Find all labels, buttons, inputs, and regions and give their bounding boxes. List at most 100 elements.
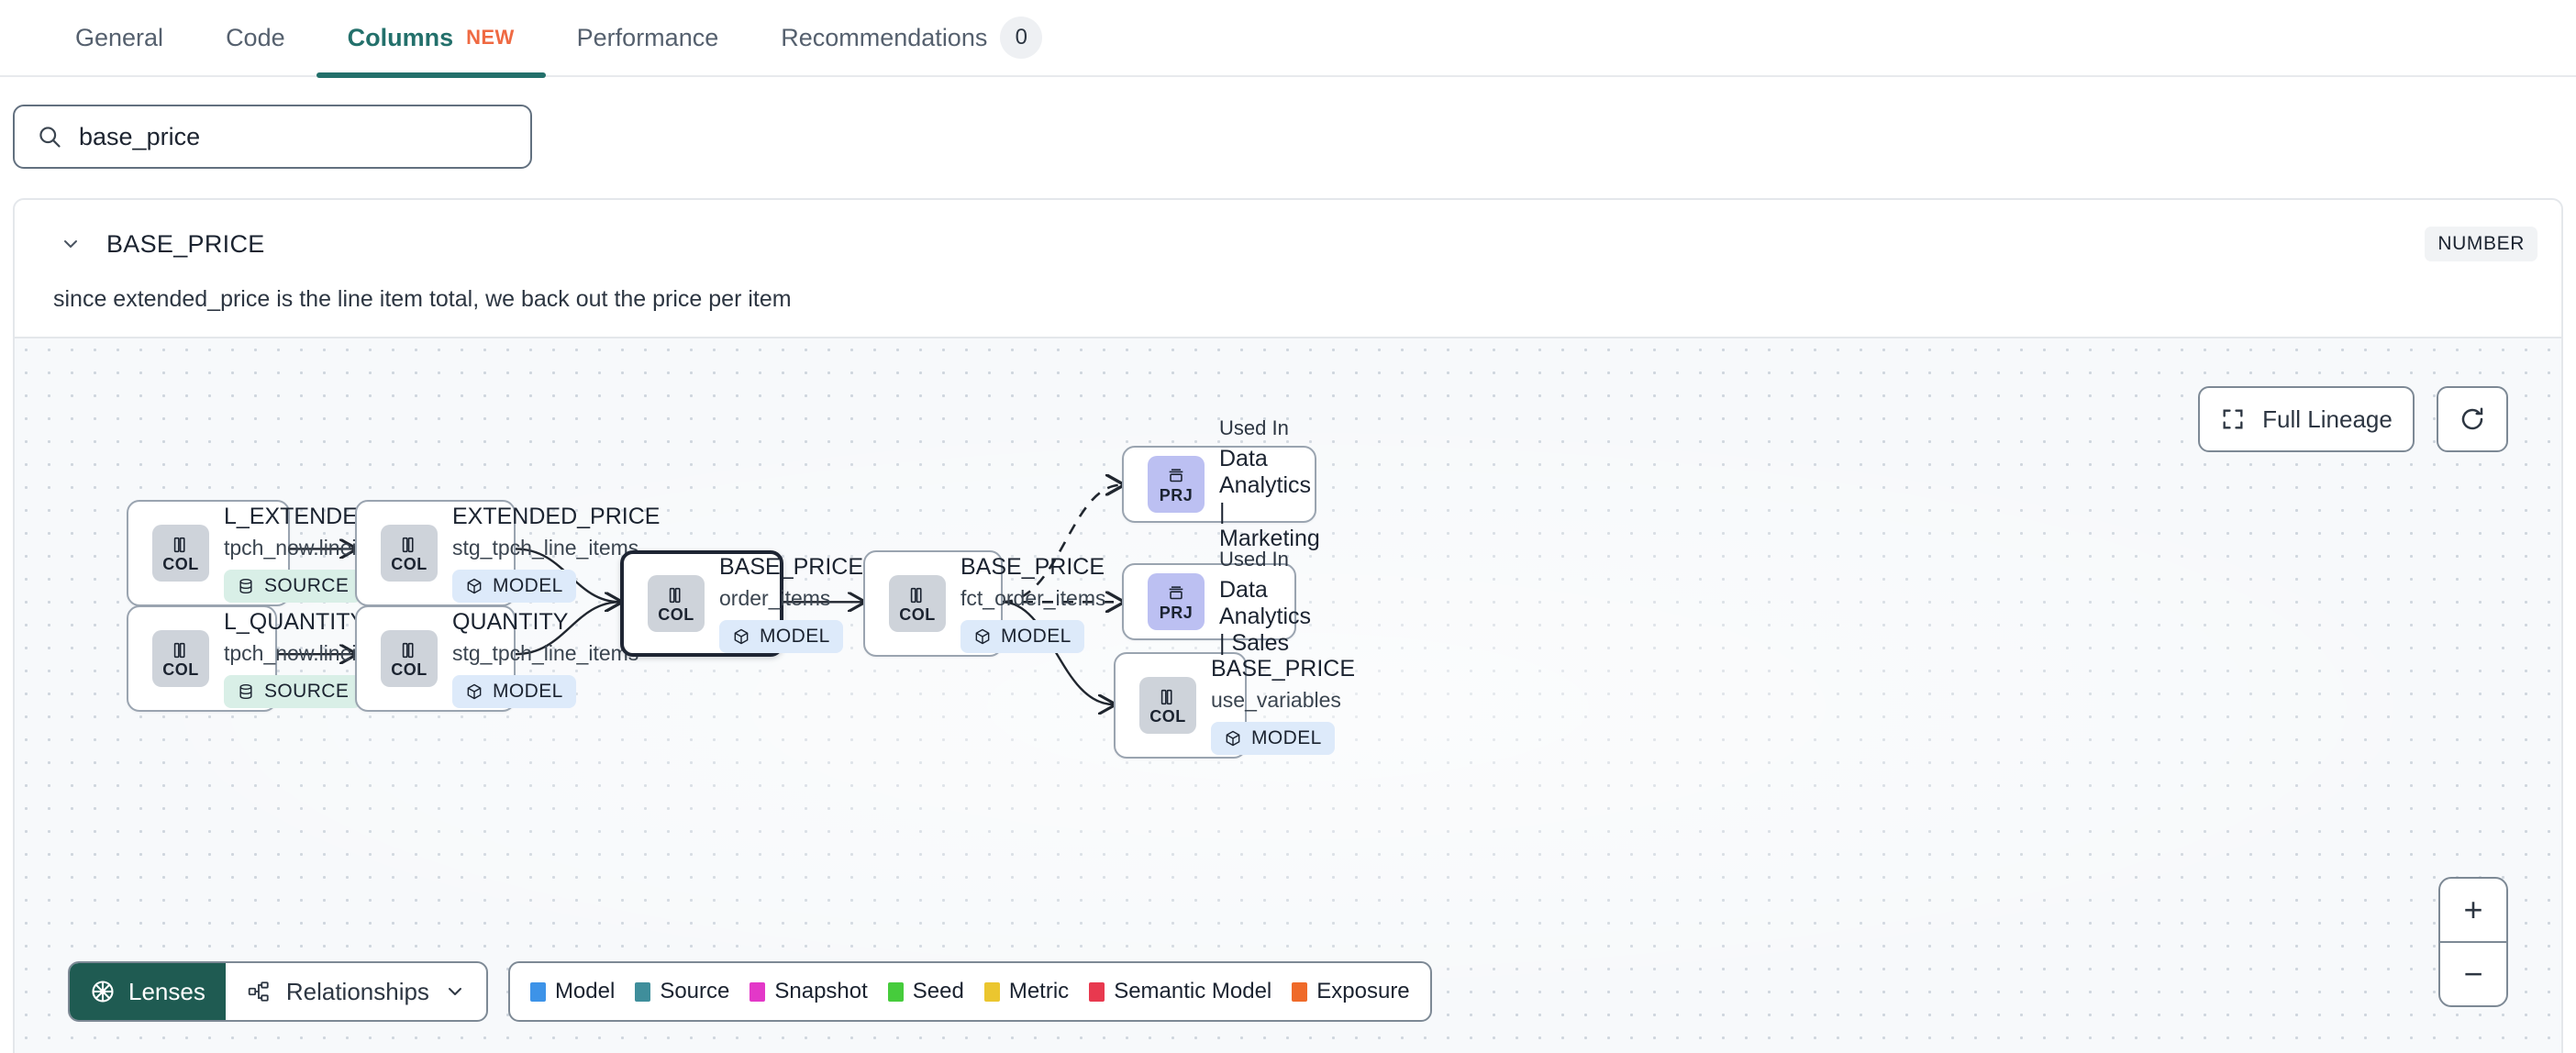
column-icon: COL	[889, 575, 946, 632]
relationships-icon	[246, 980, 272, 1003]
cube-icon	[973, 627, 992, 646]
refresh-icon	[2459, 405, 2486, 433]
relationships-label: Relationships	[285, 977, 429, 1005]
node-body: BASE_PRICE use_variables MODEL	[1211, 656, 1359, 755]
node-type-pill-label: MODEL	[760, 626, 830, 647]
column-icon-label: COL	[391, 660, 427, 679]
column-type-badge: NUMBER	[2425, 227, 2537, 261]
legend-swatch	[887, 981, 904, 1002]
legend-swatch	[529, 981, 546, 1002]
lenses-button[interactable]: Lenses	[70, 963, 226, 1020]
column-icon-label: COL	[658, 604, 694, 624]
node-title: Data Analytics | Marketing	[1219, 446, 1320, 551]
legend-swatch	[983, 981, 1000, 1002]
refresh-button[interactable]	[2437, 386, 2508, 452]
legend-label: Model	[554, 979, 616, 1003]
legend-label: Metric	[1008, 979, 1070, 1003]
cube-icon	[465, 577, 483, 595]
full-lineage-button[interactable]: Full Lineage	[2198, 386, 2415, 452]
tab-bar: General Code Columns NEW Performance Rec…	[0, 0, 2576, 78]
zoom-in-button[interactable]: +	[2440, 879, 2506, 943]
tab-label: Code	[226, 23, 285, 51]
lineage-node-base-price-order-items[interactable]: COL BASE_PRICE order_items MODEL	[620, 550, 863, 657]
chevron-down-icon	[444, 981, 466, 1003]
tab-performance[interactable]: Performance	[546, 0, 750, 76]
node-type-pill-label: MODEL	[1251, 727, 1322, 748]
tab-new-badge: NEW	[466, 26, 515, 49]
lineage-node-extended-price[interactable]: COL EXTENDED_PRICE stg_tpch_line_items M…	[355, 500, 660, 606]
tab-code[interactable]: Code	[194, 0, 316, 76]
column-card: BASE_PRICE NUMBER since extended_price i…	[13, 198, 2563, 1053]
node-type-pill-label: MODEL	[493, 575, 563, 596]
legend-item-seed: Seed	[887, 979, 964, 1004]
legend-swatch	[635, 981, 651, 1002]
node-subtitle: stg_tpch_line_items	[452, 641, 639, 665]
relationships-dropdown[interactable]: Relationships	[226, 963, 486, 1020]
lineage-graph-canvas[interactable]: COL L_EXTENDEDPRICE tpch_now.lineitem SO…	[15, 337, 2561, 1053]
node-type-pill: MODEL	[719, 620, 843, 653]
database-icon	[237, 577, 255, 595]
column-icon-label: COL	[899, 604, 936, 624]
node-title: BASE_PRICE	[719, 554, 864, 580]
node-subtitle: use_variables	[1211, 688, 1341, 712]
cube-icon	[1224, 729, 1242, 748]
legend-label: Seed	[912, 979, 964, 1003]
tab-label: Columns	[347, 23, 454, 51]
column-icon-label: COL	[1149, 706, 1186, 726]
node-title: EXTENDED_PRICE	[452, 504, 661, 529]
tab-general[interactable]: General	[44, 0, 194, 76]
lineage-node-project-marketing[interactable]: PRJ Used In Data Analytics | Marketing	[1122, 416, 1320, 551]
node-subtitle: stg_tpch_line_items	[452, 536, 639, 560]
tab-columns[interactable]: Columns NEW	[316, 0, 546, 78]
zoom-out-button[interactable]: −	[2463, 955, 2483, 992]
lineage-node-l-quantity[interactable]: COL L_QUANTITY tpch_now.lineitem SOURCE	[127, 605, 392, 712]
lineage-node-base-price-use-variables[interactable]: COL BASE_PRICE use_variables MODEL	[1114, 652, 1355, 759]
recommendations-count-badge: 0	[1000, 17, 1043, 59]
project-icon-label: PRJ	[1159, 485, 1194, 504]
tab-label: Performance	[576, 23, 719, 51]
project-icon: PRJ	[1148, 573, 1205, 630]
project-icon-label: PRJ	[1159, 603, 1194, 622]
full-lineage-label: Full Lineage	[2262, 405, 2393, 433]
node-subtitle: fct_order_items	[960, 586, 1106, 610]
chevron-down-icon[interactable]	[59, 232, 83, 256]
node-type-pill: MODEL	[960, 620, 1084, 653]
column-description: since extended_price is the line item to…	[53, 286, 792, 312]
node-title: Data Analytics | Sales	[1219, 576, 1312, 656]
node-body: L_QUANTITY tpch_now.lineitem SOURCE	[224, 609, 395, 708]
node-body: Used In Data Analytics | Sales	[1219, 548, 1315, 657]
lenses-relationships-group: Lenses Relationships	[68, 961, 488, 1022]
lineage-node-project-sales[interactable]: PRJ Used In Data Analytics | Sales	[1122, 548, 1311, 656]
node-kicker: Used In	[1219, 547, 1289, 571]
zoom-controls: + −	[2438, 877, 2508, 1007]
node-type-legend: Model Source Snapshot Seed Metric	[507, 961, 1432, 1022]
legend-swatch	[1292, 981, 1308, 1002]
legend-label: Source	[660, 979, 730, 1003]
node-body: EXTENDED_PRICE stg_tpch_line_items MODEL	[452, 504, 663, 603]
tab-recommendations[interactable]: Recommendations 0	[749, 0, 1073, 76]
lineage-node-base-price-fct-order-items[interactable]: COL BASE_PRICE fct_order_items MODEL	[863, 550, 1106, 657]
legend-swatch	[749, 981, 766, 1002]
column-icon: COL	[152, 525, 209, 582]
column-icon-label: COL	[162, 660, 199, 679]
search-input[interactable]: base_price	[13, 105, 532, 169]
expand-icon	[2220, 406, 2246, 432]
node-type-pill: SOURCE	[224, 675, 362, 708]
search-area: base_price	[0, 77, 2576, 169]
node-type-pill-label: MODEL	[493, 681, 563, 702]
node-type-pill: MODEL	[452, 570, 576, 603]
column-icon-label: COL	[162, 554, 199, 573]
column-icon: COL	[648, 575, 705, 632]
lenses-label: Lenses	[128, 977, 205, 1005]
node-title: BASE_PRICE	[960, 554, 1105, 580]
database-icon	[237, 682, 255, 701]
lineage-edges	[272, 338, 2561, 1053]
column-header: BASE_PRICE NUMBER	[15, 200, 2561, 264]
node-type-pill-label: SOURCE	[264, 575, 350, 596]
column-icon: COL	[381, 525, 438, 582]
lineage-node-quantity[interactable]: COL QUANTITY stg_tpch_line_items MODEL	[355, 605, 638, 712]
lineage-node-l-extendedprice[interactable]: COL L_EXTENDEDPRICE tpch_now.lineitem SO…	[127, 500, 444, 606]
node-body: QUANTITY stg_tpch_line_items MODEL	[452, 609, 642, 708]
project-icon: PRJ	[1148, 456, 1205, 513]
legend-label: Exposure	[1316, 979, 1410, 1003]
